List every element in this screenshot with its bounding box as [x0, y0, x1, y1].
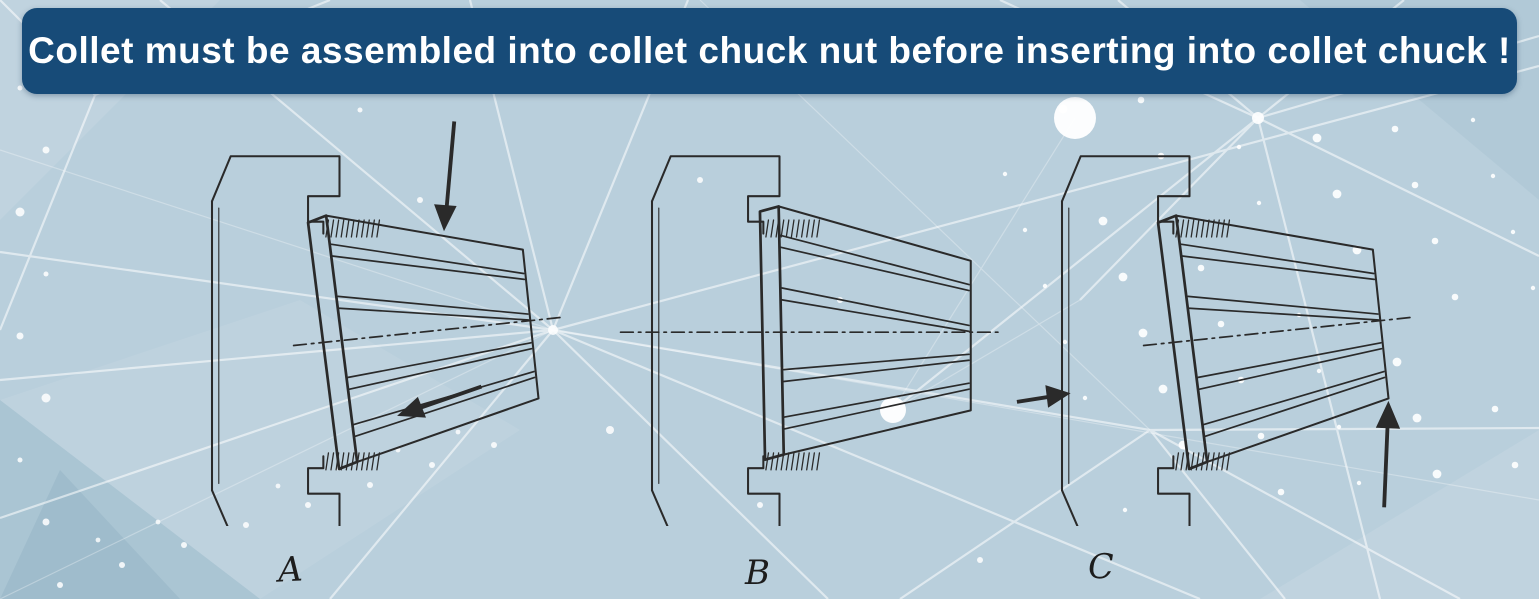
centerline — [292, 316, 561, 347]
collet-diagram-b — [619, 155, 999, 526]
collet-body — [619, 205, 999, 462]
figure-label-c: C — [1087, 546, 1115, 588]
collet-slots — [1179, 243, 1386, 438]
thread-hatching-bottom — [1175, 452, 1231, 471]
nut-cross-section — [1060, 155, 1231, 526]
warning-banner: Collet must be assembled into collet chu… — [22, 8, 1517, 94]
collet-diagram-c — [1016, 155, 1411, 526]
press-down-arrow — [434, 121, 457, 232]
centerline — [1142, 316, 1411, 347]
collet-body — [292, 214, 561, 471]
nut-cross-section — [210, 155, 381, 526]
collet-slots — [779, 234, 970, 430]
figure-label-a: A — [276, 549, 304, 591]
snap-up-arrow — [1375, 400, 1401, 508]
insert-direction-arrow — [1016, 385, 1071, 408]
collet-diagram-a — [210, 121, 561, 526]
thread-hatching-bottom — [765, 452, 821, 471]
tilt-direction-arrow — [397, 384, 483, 418]
collet-slots — [329, 243, 536, 438]
warning-banner-text: Collet must be assembled into collet chu… — [28, 30, 1511, 71]
collet-body — [1142, 214, 1411, 471]
thread-hatching-bottom — [325, 452, 381, 471]
thread-hatching-top — [765, 219, 821, 238]
figure-label-b: B — [745, 553, 770, 593]
